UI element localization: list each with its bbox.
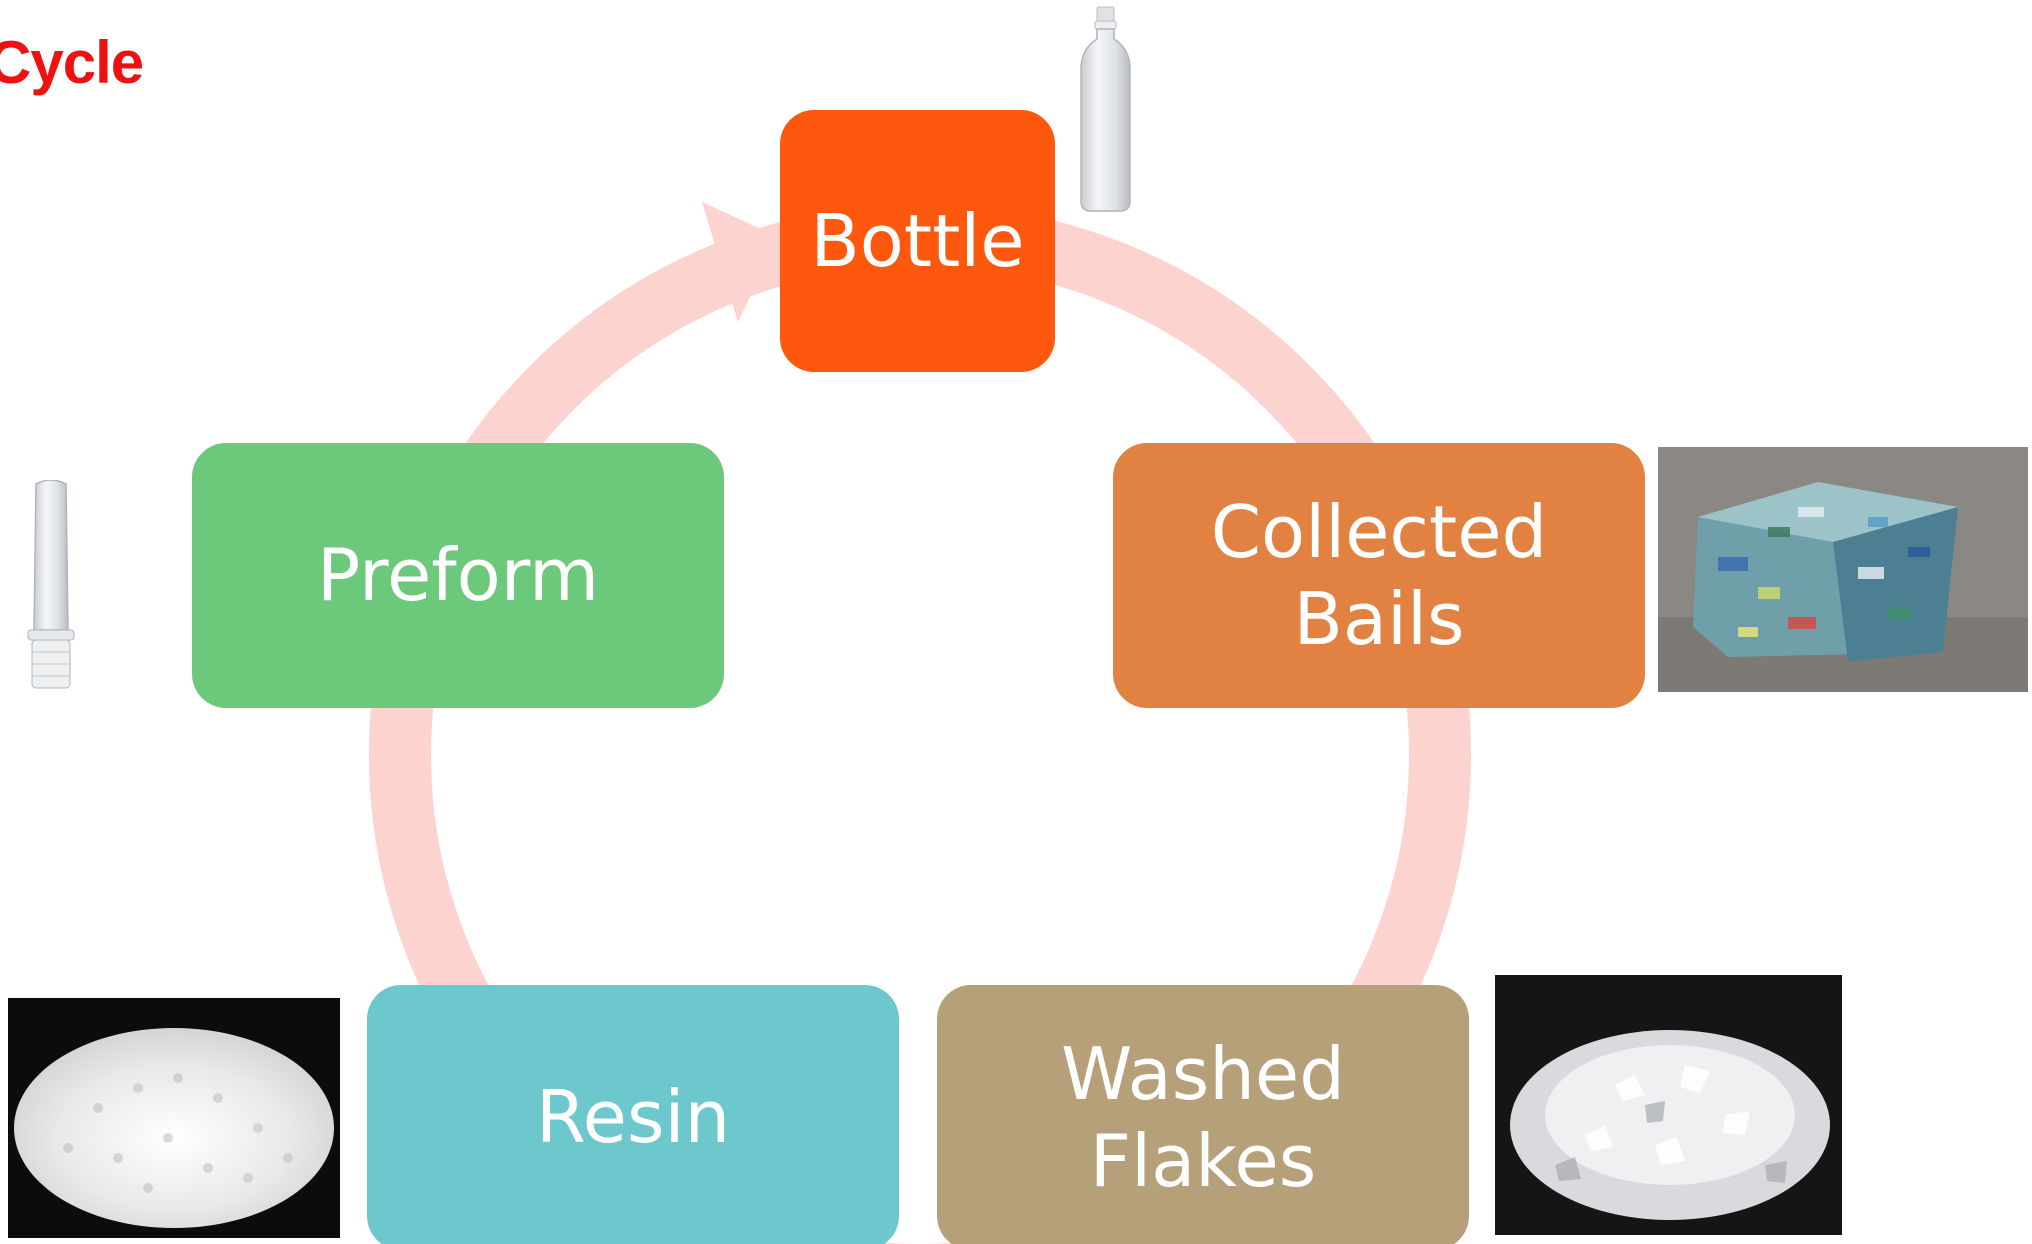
preform-photo xyxy=(14,480,88,695)
bottle-photo xyxy=(1073,5,1138,215)
slide-title: Cycle xyxy=(0,29,144,96)
node-bottle[interactable]: Bottle xyxy=(780,110,1055,372)
node-preform[interactable]: Preform xyxy=(192,443,724,708)
node-washed-flakes-line1: Washed xyxy=(1061,1032,1345,1117)
node-collected-bails[interactable]: Collected Bails xyxy=(1113,443,1645,708)
node-resin[interactable]: Resin xyxy=(367,985,899,1244)
node-preform-label: Preform xyxy=(316,533,600,618)
cycle-arrowhead xyxy=(702,202,778,322)
node-bottle-label: Bottle xyxy=(810,198,1025,283)
plastic-bale-photo xyxy=(1658,447,2028,692)
node-collected-bails-line1: Collected xyxy=(1210,490,1548,575)
node-washed-flakes[interactable]: Washed Flakes xyxy=(937,985,1469,1244)
node-collected-bails-line2: Bails xyxy=(1293,576,1465,661)
pet-flakes-photo xyxy=(1495,975,1842,1235)
node-resin-label: Resin xyxy=(535,1075,731,1160)
resin-pellets-photo xyxy=(8,998,340,1238)
node-washed-flakes-line2: Flakes xyxy=(1089,1118,1317,1203)
